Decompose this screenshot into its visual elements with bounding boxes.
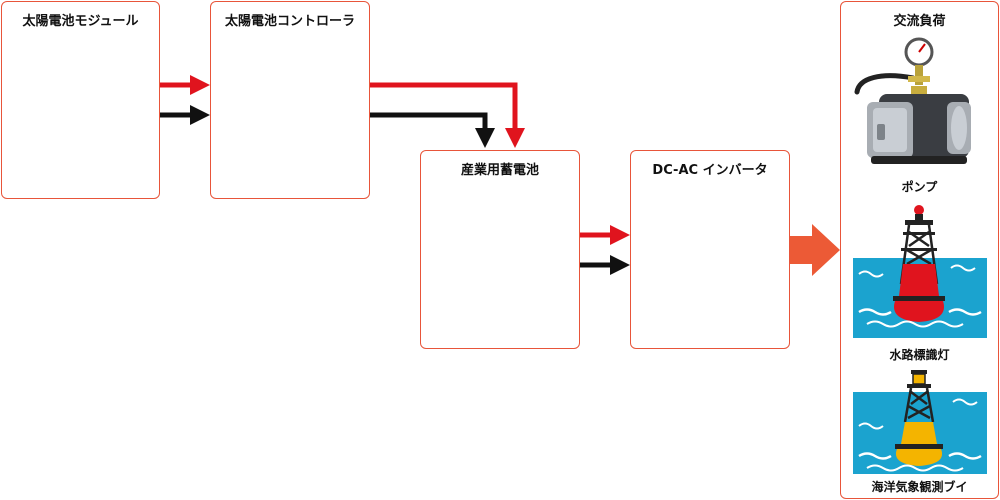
buoy-caption: 海洋気象観測ブイ [871,480,968,494]
vacuum-pump-icon [854,37,971,164]
inverter-block: DC-AC インバータ [630,150,790,349]
ac-load-label: 交流負荷 [893,14,946,29]
battery-block: 産業用蓄電池 [420,150,580,349]
arrow-positive-controller-battery [370,82,525,148]
arrow-negative-controller-battery [370,112,495,148]
arrow-inverter-load [790,224,840,276]
solar-controller-label: 太陽電池コントローラ [224,14,355,29]
solar-controller-block: 太陽電池コントローラ [210,1,370,199]
weather-buoy-icon [853,370,987,474]
inverter-label: DC-AC インバータ [652,163,768,178]
solar-module-block: 太陽電池モジュール [1,1,160,199]
battery-label: 産業用蓄電池 [460,163,539,178]
pump-caption: ポンプ [901,180,938,194]
beacon-caption: 水路標識灯 [889,348,950,362]
water-beacon-icon [853,205,987,338]
solar-module-label: 太陽電池モジュール [22,14,139,29]
ac-load-block: 交流負荷 ポンプ 水路 [840,1,999,499]
